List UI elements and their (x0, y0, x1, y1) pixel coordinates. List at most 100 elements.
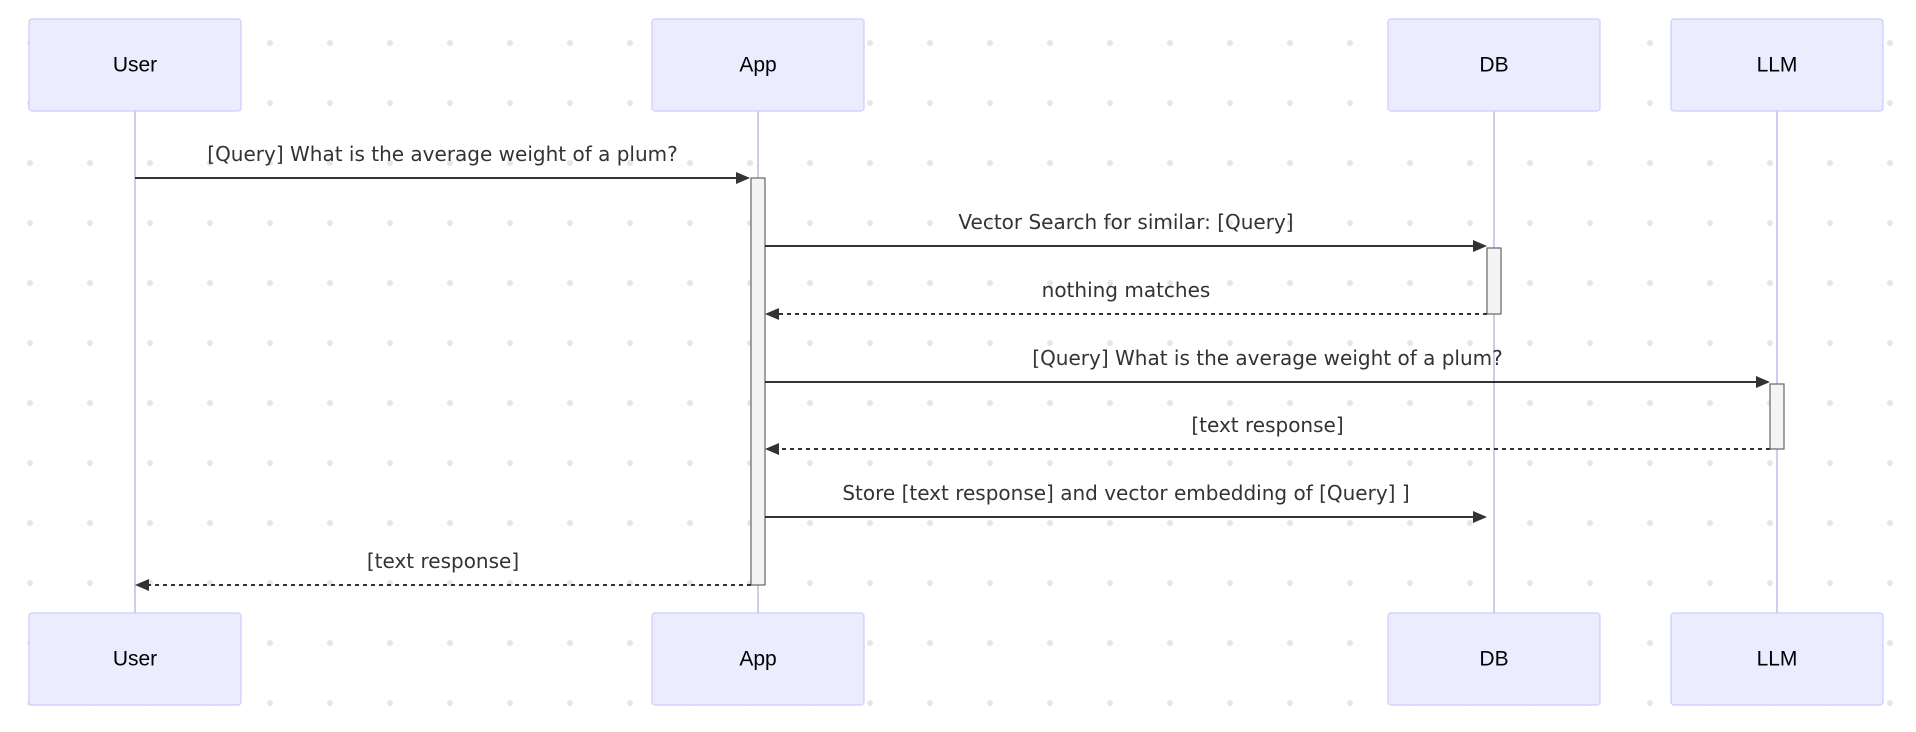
actor-label: App (739, 648, 776, 671)
background-dot (1107, 400, 1113, 406)
background-dot (1167, 280, 1173, 286)
background-dot (1647, 280, 1653, 286)
background-dot (1347, 640, 1353, 646)
background-dot (267, 100, 273, 106)
background-dot (207, 520, 213, 526)
background-dot (987, 40, 993, 46)
background-dot (927, 280, 933, 286)
background-dot (327, 340, 333, 346)
background-dot (507, 280, 513, 286)
background-dot (687, 460, 693, 466)
message-label-4: [Query] What is the average weight of a … (1032, 346, 1502, 370)
background-dot (327, 220, 333, 226)
messages: [Query] What is the average weight of a … (135, 142, 1770, 591)
background-dot (867, 580, 873, 586)
background-dot (27, 460, 33, 466)
background-dot (1827, 280, 1833, 286)
activation-bar-llm (1769, 383, 1785, 450)
background-dot (267, 340, 273, 346)
background-dot (627, 520, 633, 526)
background-dot (987, 640, 993, 646)
background-dot (1827, 220, 1833, 226)
background-dot (1107, 220, 1113, 226)
background-dot (1827, 460, 1833, 466)
background-dot (1347, 280, 1353, 286)
background-dot (807, 400, 813, 406)
background-dot (1287, 340, 1293, 346)
background-dot (1887, 160, 1893, 166)
background-dot (1827, 160, 1833, 166)
background-dot (927, 400, 933, 406)
background-dot (1527, 460, 1533, 466)
background-dot (867, 640, 873, 646)
background-dot (1107, 460, 1113, 466)
background-dot (1587, 460, 1593, 466)
background-dot (1887, 100, 1893, 106)
actor-box (1387, 612, 1601, 706)
background-dot (627, 100, 633, 106)
actor-user-bottom: User (28, 612, 242, 706)
background-dot (1827, 580, 1833, 586)
background-dot (1887, 700, 1893, 706)
background-dot (1347, 580, 1353, 586)
background-dot (1347, 700, 1353, 706)
actor-label: LLM (1757, 54, 1798, 77)
background-dot (1827, 340, 1833, 346)
background-dot (1887, 400, 1893, 406)
background-dot (507, 460, 513, 466)
background-dot (147, 220, 153, 226)
background-dot (1887, 280, 1893, 286)
background-dot (327, 520, 333, 526)
background-dot (567, 40, 573, 46)
background-dot (927, 460, 933, 466)
background-dot (507, 220, 513, 226)
activation-bar-app (750, 177, 766, 586)
background-dot (1287, 400, 1293, 406)
background-dot (987, 460, 993, 466)
background-dot (927, 520, 933, 526)
background-dot (1047, 460, 1053, 466)
background-dot (1287, 520, 1293, 526)
actor-db-bottom: DB (1387, 612, 1601, 706)
background-dot (1227, 160, 1233, 166)
background-dot (807, 520, 813, 526)
background-dot (27, 220, 33, 226)
background-dot (1647, 460, 1653, 466)
background-dot (1767, 220, 1773, 226)
background-dot (1647, 100, 1653, 106)
background-dot (447, 400, 453, 406)
background-dot (1107, 520, 1113, 526)
background-dot (447, 700, 453, 706)
background-dot (1347, 220, 1353, 226)
background-dot (87, 220, 93, 226)
background-dot (627, 220, 633, 226)
background-dot (267, 640, 273, 646)
background-dot (1287, 100, 1293, 106)
background-dot (987, 580, 993, 586)
background-dot (807, 460, 813, 466)
background-dot (627, 40, 633, 46)
background-dot (207, 340, 213, 346)
background-dot (507, 400, 513, 406)
background-dot (567, 340, 573, 346)
background-dot (1227, 340, 1233, 346)
background-dot (567, 160, 573, 166)
background-dot (1527, 160, 1533, 166)
background-dot (1467, 280, 1473, 286)
background-dot (1647, 520, 1653, 526)
background-dot (1347, 340, 1353, 346)
actor-box (651, 18, 865, 112)
background-dot (987, 100, 993, 106)
background-dot (1107, 340, 1113, 346)
background-dot (1347, 460, 1353, 466)
background-dot (1047, 400, 1053, 406)
background-dot (1107, 640, 1113, 646)
background-dot (867, 280, 873, 286)
activation-bars (750, 177, 1785, 586)
background-dot (1467, 520, 1473, 526)
background-dot (1647, 340, 1653, 346)
background-dot (1047, 40, 1053, 46)
background-dot (1287, 160, 1293, 166)
actor-label: DB (1479, 648, 1508, 671)
background-dot (927, 220, 933, 226)
